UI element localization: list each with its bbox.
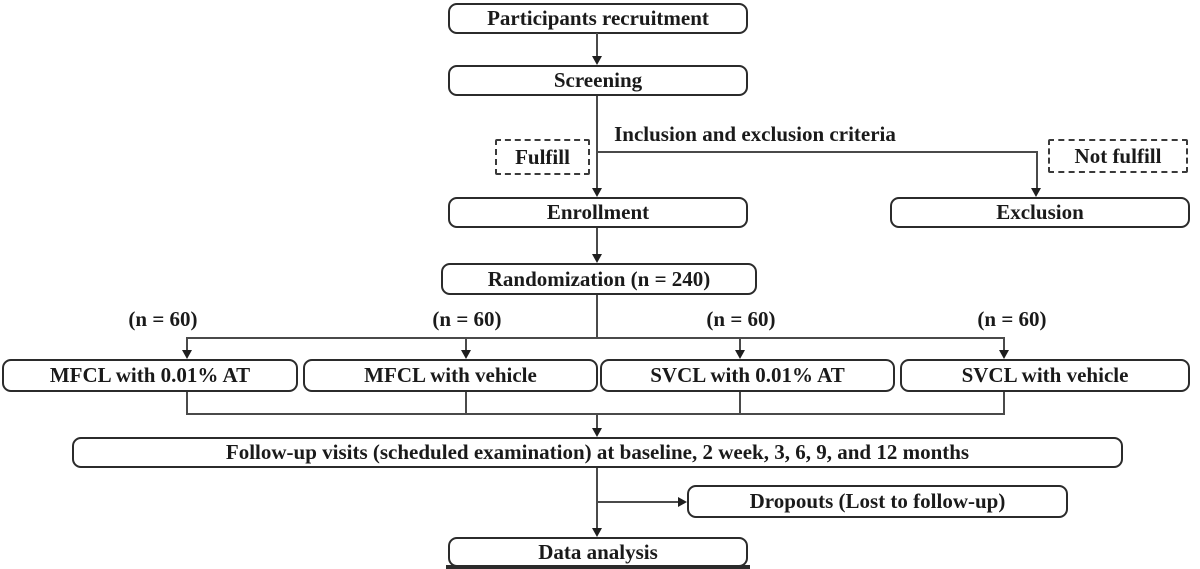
node-arm-svcl-at: SVCL with 0.01% AT: [600, 359, 895, 392]
tag-fulfill: Fulfill: [495, 139, 590, 175]
node-exclusion: Exclusion: [890, 197, 1190, 228]
arrowhead-dataanalysis: [592, 528, 602, 537]
node-arm-mfcl-at: MFCL with 0.01% AT: [2, 359, 298, 392]
node-enrollment: Enrollment: [448, 197, 748, 228]
connector-drop-arm1: [186, 337, 188, 352]
arm-count-label: (n = 60): [706, 307, 776, 331]
connector-drop-arm2: [465, 337, 467, 352]
arm-count-label: (n = 60): [128, 307, 198, 331]
node-participants-recruitment: Participants recruitment: [448, 3, 748, 34]
connector-drop-arm3: [739, 337, 741, 352]
connector-branch-exclusion: [1036, 151, 1038, 190]
connector-stub-arm1: [186, 392, 188, 415]
connector-participants-screening: [596, 33, 598, 58]
arrowhead-screening: [592, 56, 602, 65]
arrowhead-enrollment: [592, 188, 602, 197]
node-followup-visits: Follow-up visits (scheduled examination)…: [72, 437, 1123, 468]
connector-screening-enrollment: [596, 96, 598, 190]
node-randomization: Randomization (n = 240): [441, 263, 757, 295]
connector-dropouts-branch: [597, 501, 678, 503]
arm-count-label: (n = 60): [432, 307, 502, 331]
node-dropouts: Dropouts (Lost to follow-up): [687, 485, 1068, 518]
tag-not-fulfill: Not fulfill: [1048, 139, 1188, 173]
node-arm-svcl-vehicle: SVCL with vehicle: [900, 359, 1190, 392]
connector-stub-arm2: [465, 392, 467, 415]
node-arm-mfcl-vehicle: MFCL with vehicle: [303, 359, 598, 392]
bottom-crop-edge: [446, 565, 750, 569]
connector-enrollment-randomization: [596, 228, 598, 256]
connector-randomization-distribution: [596, 295, 598, 339]
arrowhead-arm3: [735, 350, 745, 359]
connector-stub-arm4: [1003, 392, 1005, 415]
node-data-analysis: Data analysis: [448, 537, 748, 567]
criteria-label: Inclusion and exclusion criteria: [614, 122, 896, 146]
connector-criteria-branch: [597, 151, 1038, 153]
connector-stub-arm3: [739, 392, 741, 415]
arrowhead-arm4: [999, 350, 1009, 359]
arrowhead-exclusion: [1031, 188, 1041, 197]
connector-converge-followup: [596, 413, 598, 429]
connector-distribution-line: [186, 337, 1005, 339]
arrowhead-followup: [592, 428, 602, 437]
arm-count-label: (n = 60): [977, 307, 1047, 331]
arrowhead-arm1: [182, 350, 192, 359]
arrowhead-randomization: [592, 254, 602, 263]
connector-drop-arm4: [1003, 337, 1005, 352]
arrowhead-arm2: [461, 350, 471, 359]
arrowhead-dropouts: [678, 497, 687, 507]
connector-followup-dataanalysis: [596, 468, 598, 530]
node-screening: Screening: [448, 65, 748, 96]
connector-converge-line: [186, 413, 1005, 415]
